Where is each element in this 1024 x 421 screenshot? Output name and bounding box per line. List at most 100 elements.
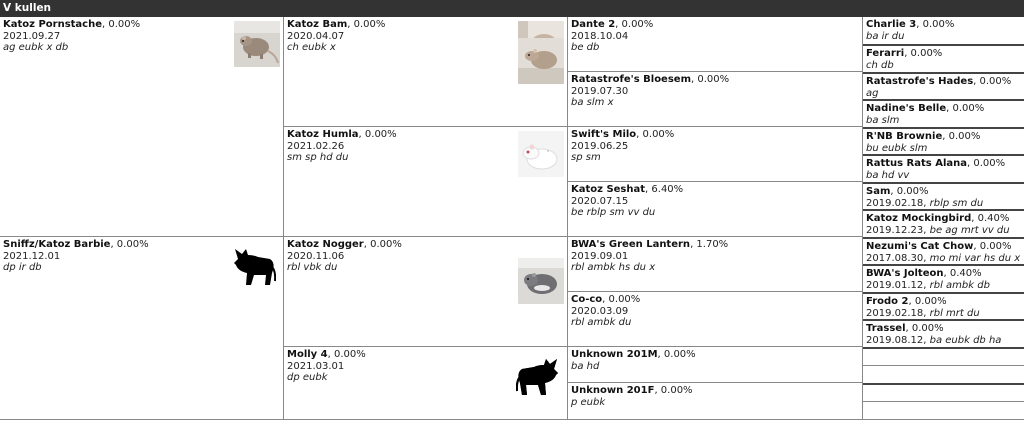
rat-name[interactable]: Unknown 201F: [571, 385, 655, 396]
rat-birthdate: 2019.09.01: [571, 250, 629, 262]
rat-coi: , 0.00%: [967, 158, 1006, 169]
rat-name[interactable]: Sniffz/Katoz Barbie: [3, 239, 111, 250]
rat-genetics: rbl ambk hs du x: [571, 262, 656, 273]
rat-birthdate: 2017.08.30,: [866, 252, 927, 264]
rat-coi: , 0.00%: [615, 19, 654, 30]
rat-genetics: ba slm x: [571, 97, 614, 108]
rat-genetics: rblp sm du: [929, 197, 984, 209]
ancestor-7[interactable]: Sam, 0.00% 2019.02.18, rblp sm du: [863, 182, 1024, 209]
rat-coi: , 0.00%: [908, 296, 947, 307]
ancestor-12[interactable]: Trassel, 0.00% 2019.08.12, ba eubk db ha: [863, 319, 1024, 347]
great-grandparent-4[interactable]: Katoz Seshat, 6.40% 2020.07.15 be rblp s…: [568, 182, 863, 237]
pedigree-table: Katoz Pornstache , 0.00% 2021.09.27 ag eu…: [0, 17, 1024, 420]
great-grandparent-2[interactable]: Ratastrofe's Bloesem, 0.00% 2019.07.30 b…: [568, 72, 863, 127]
rat-name[interactable]: Charlie 3: [866, 19, 917, 30]
rat-name[interactable]: Trassel: [866, 323, 906, 334]
grandparent-2[interactable]: Katoz Humla, 0.00% 2021.02.26 sm sp hd d…: [284, 127, 568, 237]
rat-coi: , 0.00%: [636, 129, 675, 140]
rat-name[interactable]: Rattus Rats Alana: [866, 158, 968, 169]
rat-coi: , 0.00%: [691, 74, 730, 85]
rat-genetics: rbl mrt du: [929, 307, 980, 319]
ancestor-5[interactable]: R'NB Brownie, 0.00% bu eubk slm: [863, 127, 1024, 154]
rat-coi: , 0.00%: [904, 48, 943, 59]
rat-coi: , 0.00%: [657, 349, 696, 360]
rat-name[interactable]: Co-co: [571, 294, 603, 305]
rat-genetics: ch eubk x: [287, 42, 336, 53]
rat-name[interactable]: Ferarri: [866, 48, 905, 59]
rat-genetics: dp eubk: [287, 372, 328, 383]
ancestor-11[interactable]: Frodo 2, 0.00% 2019.02.18, rbl mrt du: [863, 292, 1024, 319]
great-grandparent-8[interactable]: Unknown 201F, 0.00% p eubk: [568, 383, 863, 420]
rat-name[interactable]: Dante 2: [571, 19, 616, 30]
rat-name[interactable]: Nezumi's Cat Chow: [866, 241, 974, 252]
great-grandparent-5[interactable]: BWA's Green Lantern, 1.70% 2019.09.01 rb…: [568, 237, 863, 292]
rat-birthdate: 2021.02.26: [287, 140, 345, 152]
pedigree-title: V kullen: [3, 2, 52, 14]
ancestor-4[interactable]: Nadine's Belle, 0.00% ba slm: [863, 99, 1024, 127]
rat-name[interactable]: Swift's Milo: [571, 129, 637, 140]
rat-name[interactable]: Molly 4: [287, 349, 328, 360]
rat-genetics: ag eubk x db: [3, 42, 69, 53]
ancestor-14-empty: [863, 365, 1024, 383]
rat-name[interactable]: Katoz Seshat: [571, 184, 646, 195]
rat-name[interactable]: Katoz Pornstache: [3, 19, 103, 30]
rat-name[interactable]: Ratastrofe's Hades: [866, 76, 974, 87]
ancestor-3[interactable]: Ratastrofe's Hades, 0.00% ag: [863, 72, 1024, 99]
rat-birthdate: 2021.03.01: [287, 360, 345, 372]
rat-coi: , 0.00%: [973, 241, 1012, 252]
ancestor-10[interactable]: BWA's Jolteon, 0.40% 2019.01.12, rbl amb…: [863, 264, 1024, 292]
rat-name[interactable]: R'NB Brownie: [866, 131, 943, 142]
parent-sire[interactable]: Katoz Pornstache, 0.00% 2021.09.27 ag eu…: [0, 17, 284, 237]
rat-photo[interactable]: [234, 21, 280, 67]
rat-genetics: be rblp sm vv du: [571, 207, 656, 218]
ancestor-2[interactable]: Ferarri, 0.00% ch db: [863, 44, 1024, 72]
rat-coi: , 0.40%: [971, 213, 1010, 224]
ancestor-1[interactable]: Charlie 3, 0.00% ba ir du: [863, 17, 1024, 44]
rat-name[interactable]: Sam: [866, 186, 891, 197]
rat-photo[interactable]: [518, 131, 564, 177]
rat-name[interactable]: Frodo 2: [866, 296, 909, 307]
great-grandparent-6[interactable]: Co-co, 0.00% 2020.03.09 rbl ambk du: [568, 292, 863, 347]
rat-birthdate: 2019.02.18,: [866, 197, 927, 209]
rat-genetics: rbl ambk db: [929, 279, 990, 291]
rat-silhouette-icon: [234, 249, 276, 285]
rat-birthdate: 2020.11.06: [287, 250, 345, 262]
rat-coi: , 6.40%: [645, 184, 684, 195]
rat-birthdate: 2021.09.27: [3, 30, 61, 42]
rat-genetics: rbl ambk du: [571, 317, 632, 328]
great-grandparent-1[interactable]: Dante 2, 0.00% 2018.10.04 be db: [568, 17, 863, 72]
ancestor-9[interactable]: Nezumi's Cat Chow, 0.00% 2017.08.30, mo …: [863, 237, 1024, 264]
great-grandparent-3[interactable]: Swift's Milo, 0.00% 2019.06.25 sp sm: [568, 127, 863, 182]
rat-coi: , 0.00%: [358, 129, 397, 140]
rat-coi: , 0.00%: [363, 239, 402, 250]
rat-coi: , 0.00%: [327, 349, 366, 360]
rat-genetics: sm sp hd du: [287, 152, 349, 163]
rat-genetics: ba hd vv: [866, 169, 910, 181]
rat-name[interactable]: BWA's Jolteon: [866, 268, 944, 279]
rat-coi: , 0.00%: [602, 294, 641, 305]
ancestor-6[interactable]: Rattus Rats Alana, 0.00% ba hd vv: [863, 154, 1024, 182]
rat-birthdate: 2019.07.30: [571, 85, 629, 97]
great-grandparent-7[interactable]: Unknown 201M, 0.00% ba hd: [568, 347, 863, 383]
rat-name[interactable]: Katoz Bam: [287, 19, 348, 30]
parent-dam[interactable]: Sniffz/Katoz Barbie, 0.00% 2021.12.01 dp…: [0, 237, 284, 420]
rat-name[interactable]: BWA's Green Lantern: [571, 239, 691, 250]
rat-coi: , 0.00%: [890, 186, 929, 197]
rat-name[interactable]: Katoz Nogger: [287, 239, 364, 250]
grandparent-3[interactable]: Katoz Nogger, 0.00% 2020.11.06 rbl vbk d…: [284, 237, 568, 347]
rat-genetics: dp ir db: [3, 262, 42, 273]
rat-name[interactable]: Unknown 201M: [571, 349, 658, 360]
rat-birthdate: 2018.10.04: [571, 30, 629, 42]
rat-photo[interactable]: [518, 258, 564, 304]
ancestor-8[interactable]: Katoz Mockingbird, 0.40% 2019.12.23, be …: [863, 209, 1024, 237]
rat-name[interactable]: Nadine's Belle: [866, 103, 947, 114]
rat-birthdate: 2019.06.25: [571, 140, 629, 152]
rat-birthdate: 2021.12.01: [3, 250, 61, 262]
rat-name[interactable]: Ratastrofe's Bloesem: [571, 74, 691, 85]
rat-name[interactable]: Katoz Humla: [287, 129, 359, 140]
rat-genetics: p eubk: [571, 396, 606, 408]
rat-genetics: be db: [571, 42, 600, 53]
rat-photo[interactable]: [518, 38, 564, 84]
rat-name[interactable]: Katoz Mockingbird: [866, 213, 972, 224]
rat-coi: , 0.00%: [942, 131, 981, 142]
